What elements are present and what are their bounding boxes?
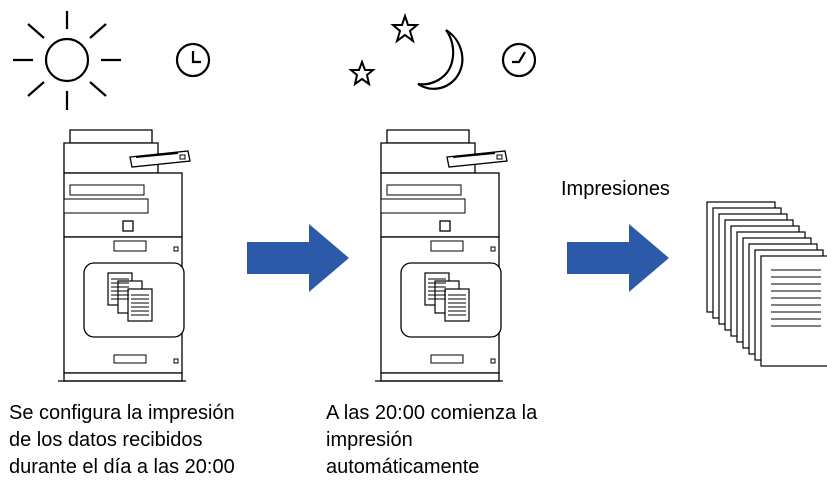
arrow-icon-second [567, 224, 669, 292]
caption-right: A las 20:00 comienza la impresión automá… [326, 400, 537, 481]
printer-icon-left [57, 129, 191, 382]
caption-left-line-1: Se configura la impresión [9, 402, 235, 424]
sun-icon [13, 11, 121, 110]
clock-icon-day [175, 42, 211, 78]
caption-left-line-2: de los datos recibidos [9, 429, 203, 451]
arrow-icon-first [247, 224, 349, 292]
clock-icon-night [501, 42, 537, 78]
paper-stack-icon [706, 201, 827, 367]
printer-icon-right [374, 129, 508, 382]
caption-right-line-1: A las 20:00 comienza la [326, 402, 538, 424]
prints-label: Impresiones [561, 178, 670, 200]
caption-right-line-3: automáticamente [326, 456, 480, 478]
caption-left: Se configura la impresión de los datos r… [9, 400, 235, 481]
caption-left-line-3: durante el día a las 20:00 [9, 456, 235, 478]
moon-icon [417, 29, 464, 90]
caption-right-line-2: impresión [326, 429, 413, 451]
paper-sheet [760, 255, 827, 367]
star-icon [348, 12, 420, 87]
